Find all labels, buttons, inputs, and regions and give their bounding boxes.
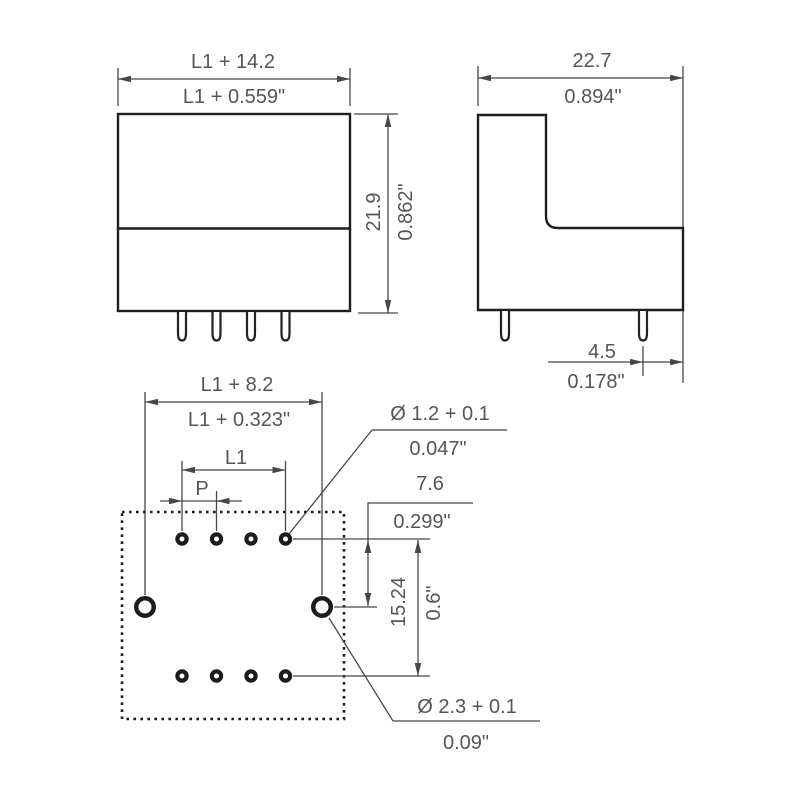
small-hole	[209, 532, 224, 546]
dim-row-offset-in-label: 0.299"	[393, 511, 450, 533]
pin	[245, 312, 257, 342]
dim-hole-span: L1 + 8.2 L1 + 0.323"	[144, 374, 323, 595]
arrowhead	[364, 593, 372, 606]
side-view: 22.7 0.894" 4.5 0.178"	[476, 50, 685, 393]
arrowhead	[384, 300, 392, 313]
arrowhead	[478, 74, 491, 82]
arrowhead	[337, 75, 350, 83]
arrowhead	[169, 497, 182, 505]
arrowhead	[384, 114, 392, 127]
dim-hole-span-mm-label: L1 + 8.2	[201, 374, 274, 396]
arrowhead	[670, 358, 683, 366]
leader-small-hole: Ø 1.2 + 0.1 0.047"	[288, 403, 507, 535]
arrowhead	[216, 497, 230, 505]
leader-large-hole: Ø 2.3 + 0.1 0.09"	[328, 617, 540, 754]
dim-row-offset: 7.6 0.299"	[364, 473, 473, 606]
dim-pin-setback: 4.5 0.178"	[548, 341, 683, 393]
arrowhead	[118, 75, 131, 83]
small-hole-dia-mm-label: Ø 1.2 + 0.1	[390, 403, 490, 425]
small-hole	[175, 669, 189, 683]
dimension-line	[367, 502, 473, 606]
arrowhead	[414, 540, 422, 553]
leader-line	[288, 429, 373, 535]
dim-front-height-in-label: 0.862"	[395, 183, 417, 240]
pin	[176, 312, 188, 342]
pin	[637, 311, 649, 342]
footprint-view: L1 + 8.2 L1 + 0.323" L1 P	[120, 374, 540, 754]
front-body-outline	[116, 112, 352, 313]
pcb-outline	[120, 510, 346, 721]
small-hole-dia-in-label: 0.047"	[409, 438, 466, 460]
arrowhead	[414, 663, 422, 676]
dim-front-width-mm-label: L1 + 14.2	[191, 51, 275, 73]
dim-front-height-mm-label: 21.9	[363, 193, 385, 232]
small-hole	[244, 532, 258, 546]
dim-front-width-in-label: L1 + 0.559"	[183, 86, 285, 108]
large-hole-dia-in-label: 0.09"	[443, 732, 489, 754]
small-hole	[278, 669, 293, 683]
arrowhead	[272, 466, 286, 474]
large-hole	[134, 596, 156, 618]
dim-side-width-mm-label: 22.7	[573, 50, 612, 72]
dim-pitch-label: P	[195, 478, 208, 500]
dim-side-width: 22.7 0.894"	[477, 50, 684, 383]
large-hole-dia-mm-label: Ø 2.3 + 0.1	[417, 696, 517, 718]
dim-row-offset-mm-label: 7.6	[416, 473, 444, 495]
large-hole	[311, 596, 333, 618]
dim-pin-setback-mm-label: 4.5	[588, 341, 616, 363]
dim-row-length-label: L1	[225, 447, 247, 469]
side-body-outline	[476, 113, 685, 312]
small-hole	[209, 669, 224, 683]
dim-hole-span-in-label: L1 + 0.323"	[188, 409, 290, 431]
arrowhead	[670, 74, 683, 82]
dim-row-spacing: 15.24 0.6"	[388, 540, 445, 676]
dim-row-spacing-in-label: 0.6"	[423, 586, 445, 621]
pin	[280, 312, 291, 342]
arrowhead	[364, 540, 372, 553]
arrowhead	[145, 398, 158, 406]
leader-line	[328, 617, 394, 722]
small-hole	[244, 669, 258, 683]
dim-row-spacing-mm-label: 15.24	[388, 577, 410, 627]
small-hole	[175, 532, 189, 546]
dim-side-width-in-label: 0.894"	[564, 86, 621, 108]
dim-row-length: L1	[181, 447, 287, 531]
dim-pitch: P	[160, 478, 242, 531]
front-view: L1 + 14.2 L1 + 0.559" 21.9 0.862"	[116, 51, 417, 342]
dim-front-height: 21.9 0.862"	[354, 113, 417, 314]
arrowhead	[630, 358, 643, 366]
arrowhead	[309, 398, 322, 406]
dim-pin-setback-in-label: 0.178"	[567, 371, 624, 393]
dim-front-width: L1 + 14.2 L1 + 0.559"	[117, 51, 351, 108]
arrowhead	[182, 466, 195, 474]
pin	[211, 312, 222, 342]
pin	[499, 311, 511, 342]
small-hole	[278, 532, 293, 546]
